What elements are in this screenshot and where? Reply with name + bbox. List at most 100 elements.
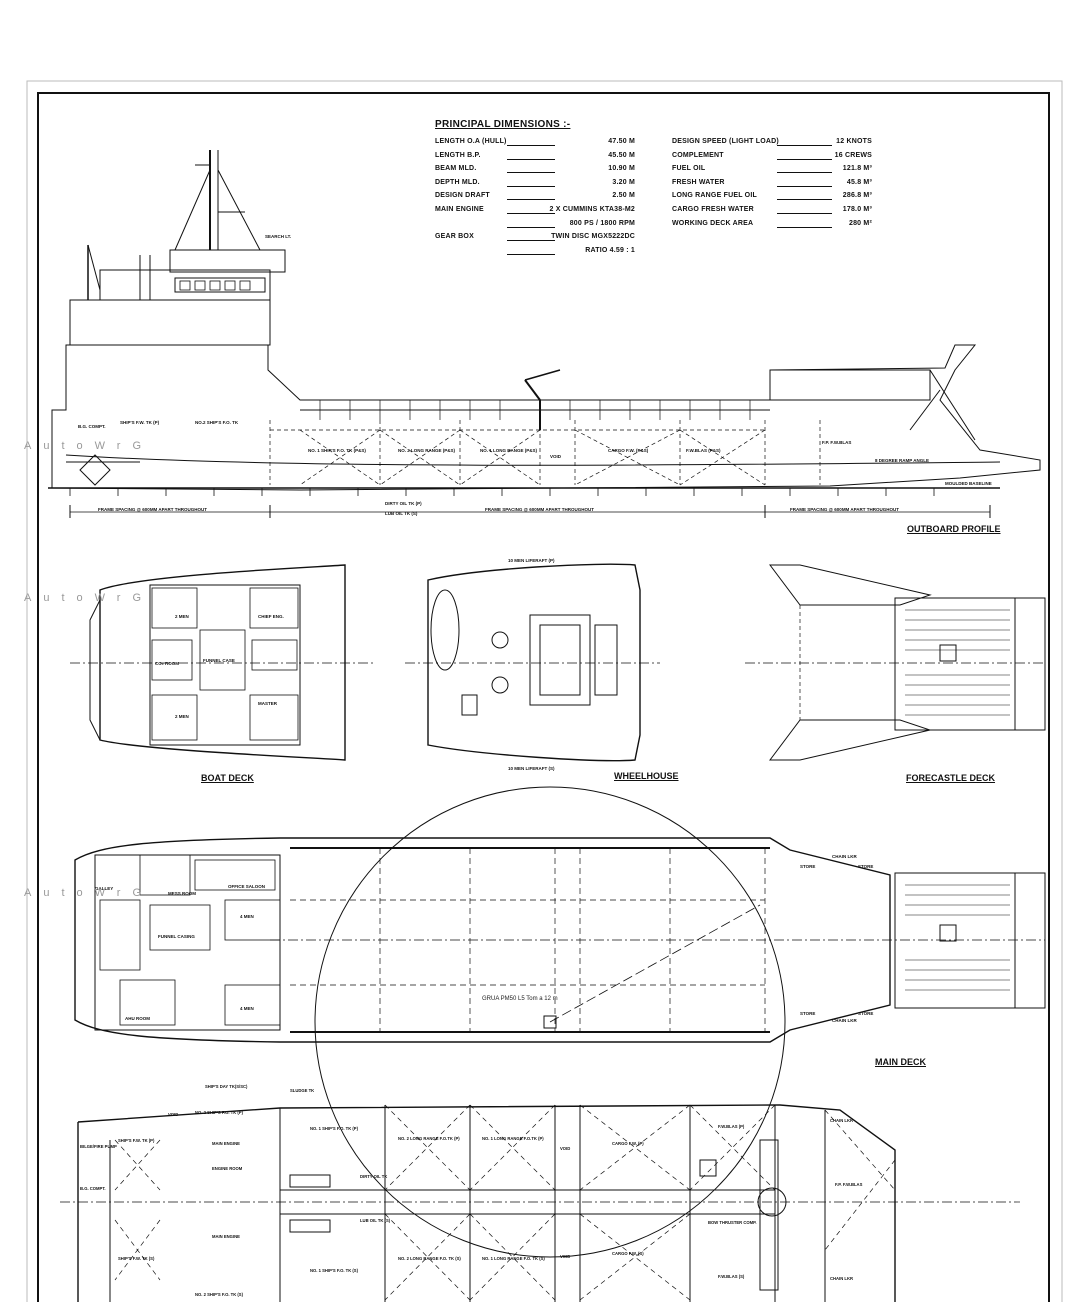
tank-fwblas-p: F.W.BLAS (P) xyxy=(718,1124,745,1129)
tank-bilge-pump: BILGE/FIRE PUMP xyxy=(80,1144,117,1149)
tank-cargo-fw-s: CARGO F.W. (S) xyxy=(612,1251,644,1256)
dimension-left-label: LENGTH B.P. xyxy=(435,151,481,159)
dimension-right-value: 280 M² xyxy=(849,219,872,227)
forecastle-deck-drawing xyxy=(745,564,1046,761)
tank-no2-lr-s: NO. 2 LONG RANGE F.O. TK (S) xyxy=(398,1256,461,1261)
dimension-left-label: GEAR BOX xyxy=(435,233,474,241)
principal-dimensions-title: PRINCIPAL DIMENSIONS :- xyxy=(435,119,571,130)
wheelhouse-title: WHEELHOUSE xyxy=(614,771,679,781)
tank-no1-lr-s: NO. 1 LONG RANGE F.O. TK (S) xyxy=(482,1256,545,1261)
tank-no1-fo-p: NO. 1 SHIP'S F.O. TK (P) xyxy=(310,1126,359,1131)
dimension-left-value: 47.50 M xyxy=(608,138,635,145)
main-deck-ahu: AHU ROOM xyxy=(125,1016,150,1021)
boat-deck-2men-b: 2 MEN xyxy=(175,714,189,719)
tank-ships-fw-s: SHIP'S F.W. TK (S) xyxy=(118,1256,155,1261)
dimension-right-value: 286.8 M³ xyxy=(842,192,872,200)
wheelhouse-liferaft-top: 10 MEN LIFERAFT (P) xyxy=(508,558,555,563)
main-deck-4men-b: 4 MEN xyxy=(240,1006,254,1011)
tank-fp-fwblas: F.P. F.W.BLAS xyxy=(835,1182,863,1187)
dimension-left-row: MAIN ENGINE 2 X CUMMINS KTA38-M2 xyxy=(435,206,635,215)
dimension-left-row: DEPTH MLD.3.20 M xyxy=(435,179,635,188)
main-deck-chain-b: CHAIN LKR xyxy=(832,1018,857,1023)
wheelhouse-drawing xyxy=(405,563,660,762)
main-deck-store-d: STORE xyxy=(858,1011,873,1016)
tank-plan-drawing xyxy=(60,1104,1020,1302)
main-deck-drawing xyxy=(74,786,1046,1258)
dimension-left-value: RATIO 4.59 : 1 xyxy=(585,246,635,254)
dimension-right-row: DESIGN SPEED (LIGHT LOAD)12 KNOTS xyxy=(672,138,872,147)
ships-fw-label: SHIP'S F.W. TK (P) xyxy=(120,420,160,425)
tank-cargo-fw-p: CARGO F.W. (P) xyxy=(612,1141,644,1146)
forecastle-deck-title: FORECASTLE DECK xyxy=(906,773,996,783)
tank-fwblas-s: F.W.BLAS (S) xyxy=(718,1274,745,1279)
ramp-angle-label: 8 DEGREE RAMP ANGLE xyxy=(875,458,929,463)
tank-no2-lr-p: NO. 2 LONG RANGE F.O.TK (P) xyxy=(398,1136,460,1141)
dimension-left-leader-line xyxy=(507,253,555,255)
tank-void-1: VOID xyxy=(168,1112,178,1117)
moulded-baseline-label: MOULDED BASELINE xyxy=(945,481,992,486)
tank-no2-fo-s: NO. 2 SHIP'S F.O. TK (S) xyxy=(195,1292,244,1297)
dimension-left-value: 3.20 M xyxy=(612,178,635,186)
dimension-right-label: WORKING DECK AREA xyxy=(672,219,754,227)
dimension-right-leader-line xyxy=(777,172,832,174)
inner-frame xyxy=(37,92,1050,1302)
dimension-left-leader-line xyxy=(507,158,555,160)
dimension-left-value: 45.50 M xyxy=(608,151,635,159)
dimension-left-label: DESIGN DRAFT xyxy=(435,192,490,200)
wheelhouse-liferaft-bottom: 10 MEN LIFERAFT (S) xyxy=(508,766,555,771)
dimension-left-leader-line xyxy=(507,213,555,214)
watermark-1: AutoWrG xyxy=(24,440,154,452)
dimension-right-leader-line xyxy=(777,158,832,160)
tank-chain-lkr-s: CHAIN LKR xyxy=(830,1276,853,1281)
dimension-left-value: TWIN DISC MGX5222DC xyxy=(551,233,635,241)
tank-no2-fo-p: NO. 2 SHIP'S F.O. TK (P) xyxy=(195,1110,244,1115)
dimension-right-value: 16 CREWS xyxy=(834,151,872,159)
tank-ships-day: SHIP'S DAY TK(S/SC) xyxy=(205,1084,248,1089)
no1-fo-label: NO. 1 SHIP'S F.O. TK (P&S) xyxy=(308,448,366,453)
main-deck-chain-a: CHAIN LKR xyxy=(832,854,857,859)
tank-no1-fo-s: NO. 1 SHIP'S F.O. TK (S) xyxy=(310,1268,359,1273)
dimension-right-label: FUEL OIL xyxy=(672,165,706,173)
dimension-left-value: 10.90 M xyxy=(608,165,635,173)
dimension-left-leader-line xyxy=(507,172,555,174)
dimension-right-value: 12 KNOTS xyxy=(836,138,872,145)
boat-deck-chief-eng: CHIEF ENG. xyxy=(258,614,284,619)
dimension-left-leader-line xyxy=(507,145,555,146)
dimension-left-leader-line xyxy=(507,226,555,228)
dimension-left-row: LENGTH O.A (HULL) 47.50 M xyxy=(435,138,635,147)
dimension-right-value: 45.8 M³ xyxy=(846,178,872,186)
void-label: VOID xyxy=(550,454,562,459)
dimension-left-row: 800 PS / 1800 RPM xyxy=(435,220,635,229)
dimension-left-value: 2 X CUMMINS KTA38-M2 xyxy=(549,206,635,213)
dimension-right-row: LONG RANGE FUEL OIL 286.8 M³ xyxy=(672,192,872,201)
tank-main-engine-s: MAIN ENGINE xyxy=(212,1234,240,1239)
tank-lub-oil: LUB OIL TK (S) xyxy=(360,1218,391,1223)
tank-bg-compt: B.G. COMPT. xyxy=(80,1186,106,1191)
fw-ballast-label: F.W.BLAS (P&S) xyxy=(686,448,721,453)
dimension-right-label: LONG RANGE FUEL OIL xyxy=(672,192,757,200)
dimension-right-value: 178.0 M³ xyxy=(842,206,872,213)
dimension-right-leader-line xyxy=(777,145,832,146)
boat-deck-funnel: FUNNEL CASE xyxy=(203,658,235,663)
dimension-left-label: LENGTH O.A (HULL) xyxy=(435,138,507,145)
tank-sludge: SLUDGE TK xyxy=(290,1088,314,1093)
tank-dirty-oil: DIRTY OIL TK xyxy=(360,1174,387,1179)
outer-frame xyxy=(26,80,1063,1302)
main-deck-office: OFFICE SALOON xyxy=(228,884,265,889)
boat-deck-co2: CO₂ ROOM xyxy=(155,661,179,666)
dimension-left-row: BEAM MLD.10.90 M xyxy=(435,165,635,174)
tank-chain-lkr: CHAIN LKR xyxy=(830,1118,853,1123)
dimension-right-row: COMPLEMENT 16 CREWS xyxy=(672,152,872,161)
fp-ballast-label: F.P. F.W.BLAS xyxy=(822,440,851,445)
dimension-left-row: RATIO 4.59 : 1 xyxy=(435,247,635,256)
main-deck-store-a: STORE xyxy=(800,864,815,869)
dimension-left-row: GEAR BOX TWIN DISC MGX5222DC xyxy=(435,233,635,242)
dimension-left-leader-line xyxy=(507,199,555,201)
boat-deck-drawing xyxy=(70,564,375,761)
tank-no1-lr-p: NO. 1 LONG RANGE F.O.TK (P) xyxy=(482,1136,544,1141)
dimension-right-label: COMPLEMENT xyxy=(672,151,724,159)
dimension-left-label: MAIN ENGINE xyxy=(435,206,484,213)
